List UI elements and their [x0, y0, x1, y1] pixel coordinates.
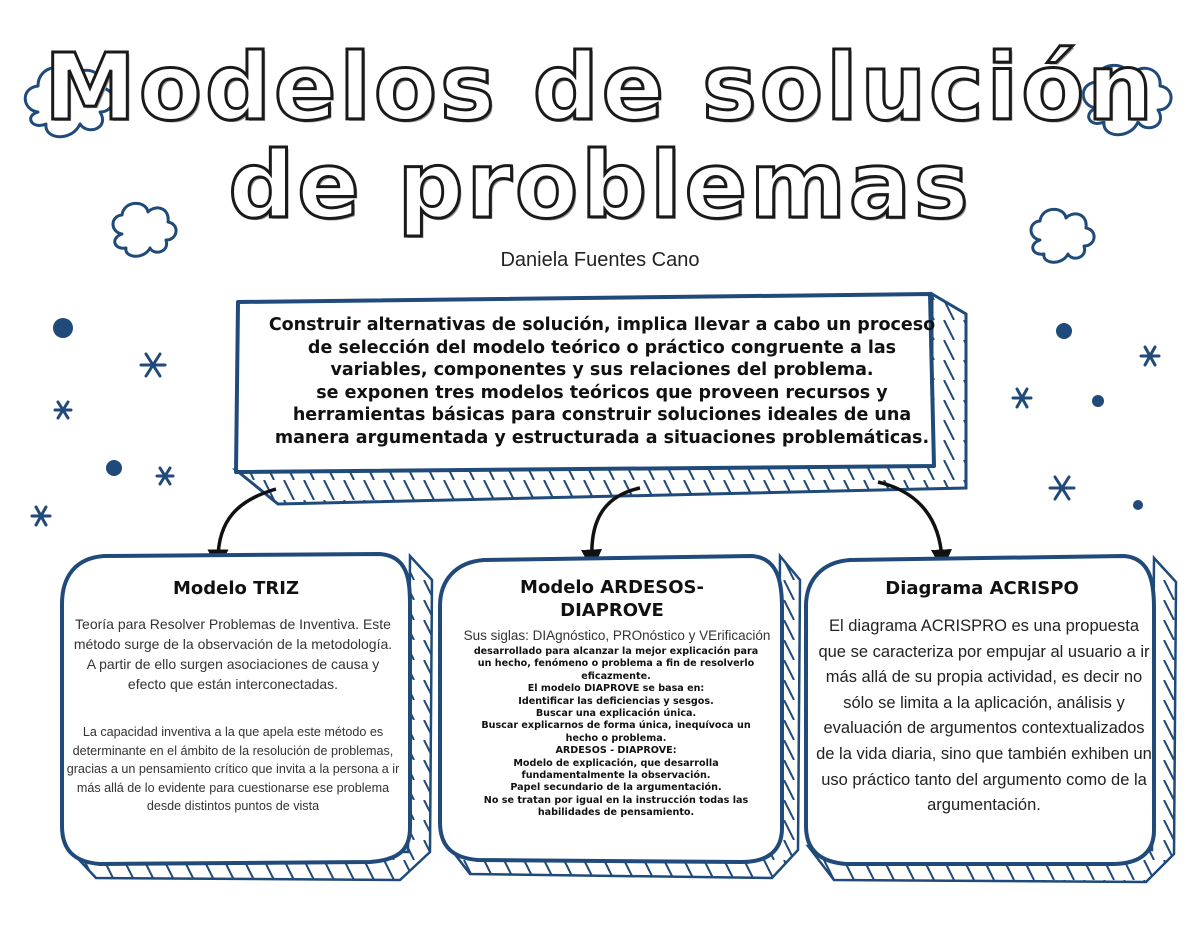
card-ardesos-line: fundamentalmente la observación. [521, 770, 711, 782]
intro-line: de selección del modelo teórico o prácti… [307, 337, 897, 358]
card-acrispo-paragraph: El diagrama ACRISPRO es una propuesta qu… [816, 617, 1152, 815]
card-ardesos-title-line: DIAPROVE [560, 600, 664, 621]
intro-line: se exponen tres modelos teóricos que pro… [316, 382, 888, 403]
card-ardesos-line: Identificar las deficiencias y sesgos. [518, 695, 714, 707]
intro-line: herramientas básicas para construir solu… [292, 405, 912, 425]
arrow-icon [207, 487, 277, 571]
card-ardesos-line: desarrollado para alcanzar la mejor expl… [473, 646, 759, 657]
intro-line: manera argumentada y estructurada a situ… [274, 427, 930, 448]
card-triz-paragraph-1: Teoría para Resolver Problemas de Invent… [73, 616, 393, 692]
card-triz [60, 551, 434, 882]
star-icon [139, 352, 167, 378]
author-name: Daniela Fuentes Cano [500, 249, 700, 271]
page-title-line-2: de problemas [227, 132, 972, 239]
star-icon [53, 400, 73, 420]
card-ardesos-line: Buscar explicarnos de forma única, inequ… [481, 720, 751, 732]
card-ardesos-line: eficazmente. [581, 670, 651, 682]
dot-icon [1133, 500, 1143, 510]
star-icon [1048, 475, 1076, 501]
intro-line: Construir alternativas de solución, impl… [268, 315, 936, 335]
dot-icon [53, 318, 73, 338]
dot-icon [1092, 395, 1104, 407]
card-ardesos-line: El modelo DIAPROVE se basa en: [527, 683, 705, 695]
star-icon [1011, 387, 1033, 409]
card-triz-title: Modelo TRIZ [172, 578, 300, 599]
card-ardesos-title: Modelo ARDESOS- DIAPROVE [442, 576, 782, 622]
card-ardesos-line: No se tratan por igual en la instrucción… [483, 794, 749, 806]
card-triz-paragraph-2: La capacidad inventiva a la que apela es… [66, 725, 400, 813]
star-icon [155, 466, 175, 486]
intro-line: variables, componentes y sus relaciones … [330, 360, 874, 380]
dot-icon [106, 460, 122, 476]
intro-text: Construir alternativas de solución, impl… [244, 314, 960, 449]
card-ardesos-line: un hecho, fenómeno o problema a fin de r… [477, 658, 755, 670]
card-ardesos-line: Modelo de explicación, que desarrolla [513, 757, 719, 769]
card-ardesos-line: Papel secundario de la argumentación. [510, 782, 722, 794]
arrow-icon [877, 480, 952, 571]
card-ardesos-title-line: Modelo ARDESOS- [520, 577, 704, 598]
card-ardesos-body: desarrollado para alcanzar la mejor expl… [450, 646, 782, 820]
card-ardesos-siglas: Sus siglas: DIAgnóstico, PROnóstico y VE… [463, 628, 771, 643]
card-acrispo-title: Diagrama ACRISPO [885, 578, 1079, 599]
page-title-line-1: Modelos de solución [43, 34, 1156, 141]
card-ardesos-line: ARDESOS - DIAPROVE: [555, 745, 677, 757]
star-icon [1139, 345, 1161, 367]
card-ardesos-line: hecho o problema. [565, 732, 667, 744]
dot-icon [1056, 323, 1072, 339]
card-ardesos-line: habilidades de pensamiento. [537, 807, 695, 819]
card-ardesos-line: Buscar una explicación única. [535, 708, 697, 720]
star-icon [30, 505, 52, 527]
arrow-icon [580, 486, 641, 571]
